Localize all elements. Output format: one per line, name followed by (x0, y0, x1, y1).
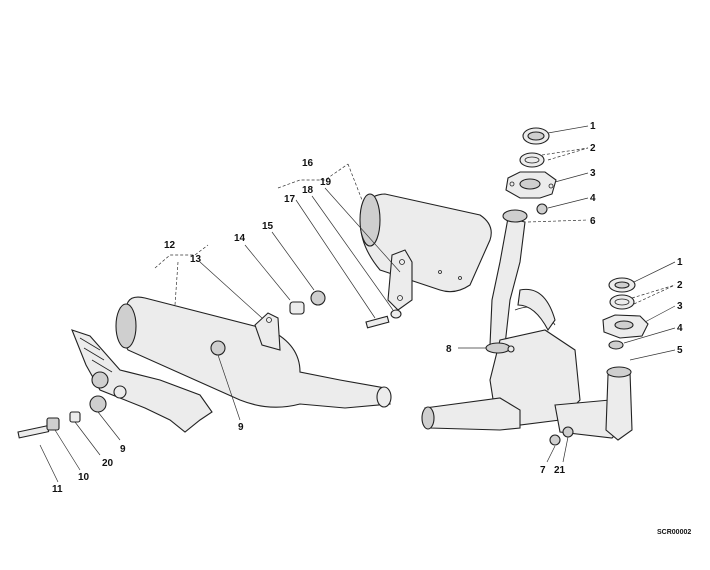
left-silencer (115, 296, 392, 409)
callout-19: 19 (320, 177, 332, 188)
callout-3-upper: 3 (590, 168, 596, 179)
exhaust-pipes (421, 209, 633, 441)
callout-21: 21 (554, 465, 566, 476)
callout-2-lower: 2 (677, 280, 683, 291)
flange-stack-lower (602, 277, 649, 350)
footpeg-bracket (71, 329, 213, 433)
callout-3-lower: 3 (677, 301, 683, 312)
callout-4-lower: 4 (677, 323, 683, 334)
callout-9-right: 9 (238, 422, 244, 433)
right-silencer (359, 193, 492, 311)
callout-12: 12 (164, 240, 176, 251)
callout-15: 15 (262, 221, 274, 232)
callout-7: 7 (540, 465, 546, 476)
callout-18: 18 (302, 185, 314, 196)
callout-6: 6 (590, 216, 596, 227)
callout-8: 8 (446, 344, 452, 355)
callout-4-upper: 4 (590, 193, 596, 204)
callout-13: 13 (190, 254, 202, 265)
callout-17: 17 (284, 194, 296, 205)
callout-1-upper: 1 (590, 121, 596, 132)
hardware-right (365, 309, 574, 446)
callout-1-lower: 1 (677, 257, 683, 268)
flange-stack-upper (505, 127, 557, 215)
leader-lines (39, 125, 676, 483)
callout-labels: 1 2 3 4 6 1 2 3 4 5 7 21 8 16 17 18 19 1… (52, 121, 683, 495)
callout-14: 14 (234, 233, 246, 244)
callout-16: 16 (302, 158, 314, 169)
hardware-left (17, 290, 326, 439)
callout-11: 11 (52, 484, 63, 495)
callout-2-upper: 2 (590, 143, 596, 154)
callout-5: 5 (677, 345, 683, 356)
drawing-code: SCR00002 (657, 529, 691, 536)
callout-9-left: 9 (120, 444, 126, 455)
callout-20: 20 (102, 458, 114, 469)
callout-10: 10 (78, 472, 90, 483)
